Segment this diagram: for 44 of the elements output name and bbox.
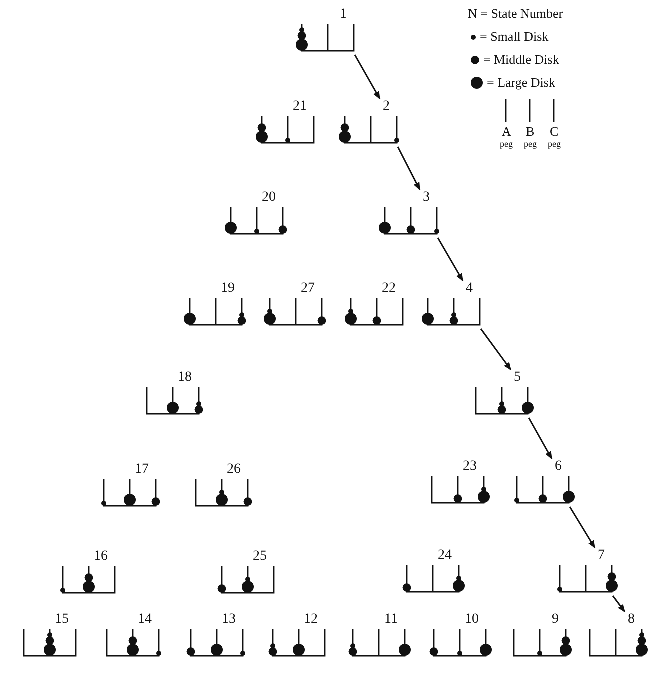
peg-caption: peg xyxy=(524,138,537,151)
state-number: 14 xyxy=(138,612,152,628)
state-number: 23 xyxy=(463,459,477,475)
peg-letter: A xyxy=(502,124,512,139)
state-number: 7 xyxy=(598,548,605,564)
state-number: 22 xyxy=(382,281,396,297)
state-number: 6 xyxy=(555,459,562,475)
state-number: 26 xyxy=(227,462,241,478)
arrow xyxy=(397,146,421,191)
arrow xyxy=(480,328,512,371)
peg-letter: B xyxy=(526,124,535,139)
peg-caption: peg xyxy=(500,138,513,151)
peg-letter: C xyxy=(550,124,559,139)
arrow xyxy=(569,506,596,549)
state-number: 5 xyxy=(514,370,521,386)
state-number: 17 xyxy=(135,462,149,478)
state-number: 25 xyxy=(253,549,267,565)
state-number: 19 xyxy=(221,281,235,297)
peg-caption: peg xyxy=(548,138,561,151)
state-number: 12 xyxy=(304,612,318,628)
arrow xyxy=(612,596,626,613)
state-number: 24 xyxy=(438,548,452,564)
state-number: 15 xyxy=(55,612,69,628)
state-number: 13 xyxy=(222,612,236,628)
state-number: 18 xyxy=(178,370,192,386)
state-number: 11 xyxy=(384,612,398,628)
arrow xyxy=(437,238,464,282)
state-number: 3 xyxy=(423,190,430,206)
arrow xyxy=(528,418,553,460)
state-number: 10 xyxy=(465,612,479,628)
legend-text: = Small Disk xyxy=(480,29,549,45)
state-number: 20 xyxy=(262,190,276,206)
legend-text: = Large Disk xyxy=(487,75,556,91)
state-number: 4 xyxy=(466,281,473,297)
state-number: 9 xyxy=(552,612,559,628)
state-number: 27 xyxy=(301,281,315,297)
legend-text: = Middle Disk xyxy=(483,52,560,68)
arrow xyxy=(354,54,381,100)
state-number: 2 xyxy=(383,99,390,115)
state-number: 16 xyxy=(94,549,108,565)
state-number: 8 xyxy=(628,612,635,628)
legend-text: N = State Number xyxy=(468,6,564,21)
state-number: 21 xyxy=(293,99,307,115)
state-number: 1 xyxy=(340,7,347,23)
